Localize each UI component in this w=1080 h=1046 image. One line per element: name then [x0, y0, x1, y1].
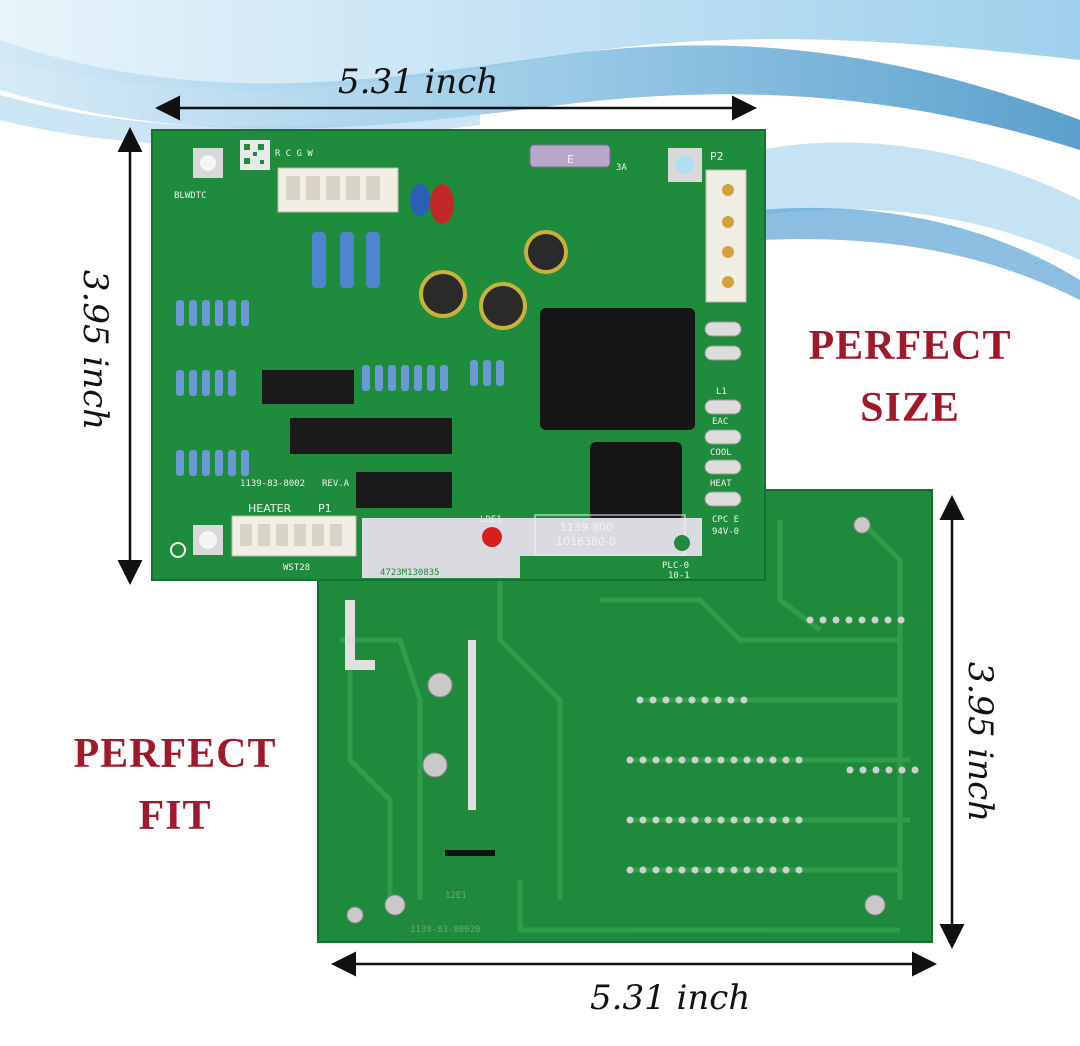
silk-thermostat: Y R C G W	[264, 149, 313, 159]
silk-heater: HEATER	[248, 502, 292, 515]
silk-p1: P1	[318, 502, 332, 515]
silk-plc-sub: 10-1	[668, 571, 690, 581]
dimension-bottom-width: 5.31 inch	[590, 978, 751, 1018]
tagline-perfect-size: PERFECT SIZE	[780, 322, 1040, 432]
tagline-fit-line2: FIT	[138, 793, 212, 839]
silk-plc: PLC-0	[662, 561, 689, 571]
back-code: 1139-83-80020	[410, 925, 480, 935]
tagline-size-line2: SIZE	[860, 385, 960, 431]
dimension-top-width: 5.31 inch	[338, 62, 499, 102]
label-serial: 4723M130835	[380, 568, 440, 578]
silk-eac: EAC	[712, 417, 728, 427]
tagline-size-line1: PERFECT	[808, 323, 1012, 369]
tagline-perfect-fit: PERFECT FIT	[40, 730, 310, 840]
silk-p2: P2	[710, 150, 724, 163]
silk-cpc: CPC E	[712, 515, 739, 525]
label-code: 1016380-0	[556, 535, 616, 548]
silk-cool: COOL	[710, 448, 732, 458]
silk-led: LDE1	[480, 515, 502, 525]
silk-fuse-rating: 3A	[616, 163, 627, 173]
label-model: 1139-800	[560, 521, 613, 534]
silk-revision: REV.A	[322, 479, 350, 489]
silk-blwdtc: BLWDTC	[174, 191, 207, 201]
silk-heat: HEAT	[710, 479, 732, 489]
silk-wst: WST28	[283, 563, 310, 573]
silk-l1: L1	[716, 387, 727, 397]
dimension-left-height: 3.95 inch	[75, 269, 115, 431]
svg-text:12E1: 12E1	[445, 891, 467, 901]
silk-part-number: 1139-83-8002	[240, 479, 305, 489]
silk-fuse-letter: E	[567, 153, 574, 166]
silk-rating: 94V-0	[712, 527, 739, 537]
tagline-fit-line1: PERFECT	[73, 731, 277, 777]
dimension-right-height: 3.95 inch	[960, 661, 1000, 823]
